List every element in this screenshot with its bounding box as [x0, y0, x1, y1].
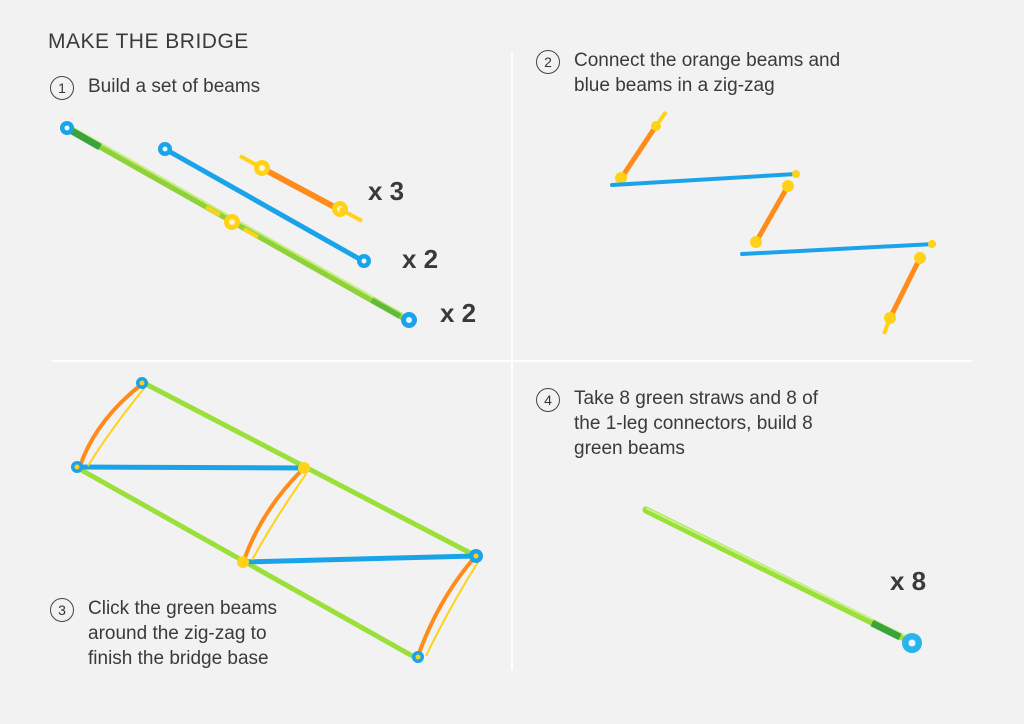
- step1-orange-beam: [239, 154, 363, 223]
- green-straw-count: x 8: [890, 566, 927, 596]
- green-beam-count: x 2: [440, 298, 477, 328]
- step1-blue-beam: [158, 142, 371, 268]
- step2-zigzag: [610, 110, 936, 335]
- horizontal-divider: [52, 360, 972, 362]
- step1-green-beam: [60, 121, 417, 328]
- step-number-badge: 3: [50, 598, 74, 622]
- step4-green-beam: [642, 506, 922, 653]
- page-title: MAKE THE BRIDGE: [48, 30, 249, 53]
- step-number-badge: 1: [50, 76, 74, 100]
- step-3: 3 Click the green beams around the zig-z…: [50, 596, 277, 671]
- step3-bridge-base: [71, 377, 483, 663]
- orange-beam-count: x 3: [368, 176, 405, 206]
- blue-beam-count: x 2: [402, 244, 439, 274]
- step-1: 1 Build a set of beams: [50, 74, 260, 100]
- step-2: 2 Connect the orange beams and blue beam…: [536, 48, 840, 98]
- step-text: Click the green beams around the zig-zag…: [88, 598, 278, 669]
- step-text: Take 8 green straws and 8 of the 1-leg c…: [574, 388, 818, 459]
- step-text: Build a set of beams: [88, 76, 261, 97]
- step-number-badge: 2: [536, 50, 560, 74]
- step-text: Connect the orange beams and blue beams …: [574, 50, 841, 96]
- step-number-badge: 4: [536, 388, 560, 412]
- step-4: 4 Take 8 green straws and 8 of the 1-leg…: [536, 386, 818, 461]
